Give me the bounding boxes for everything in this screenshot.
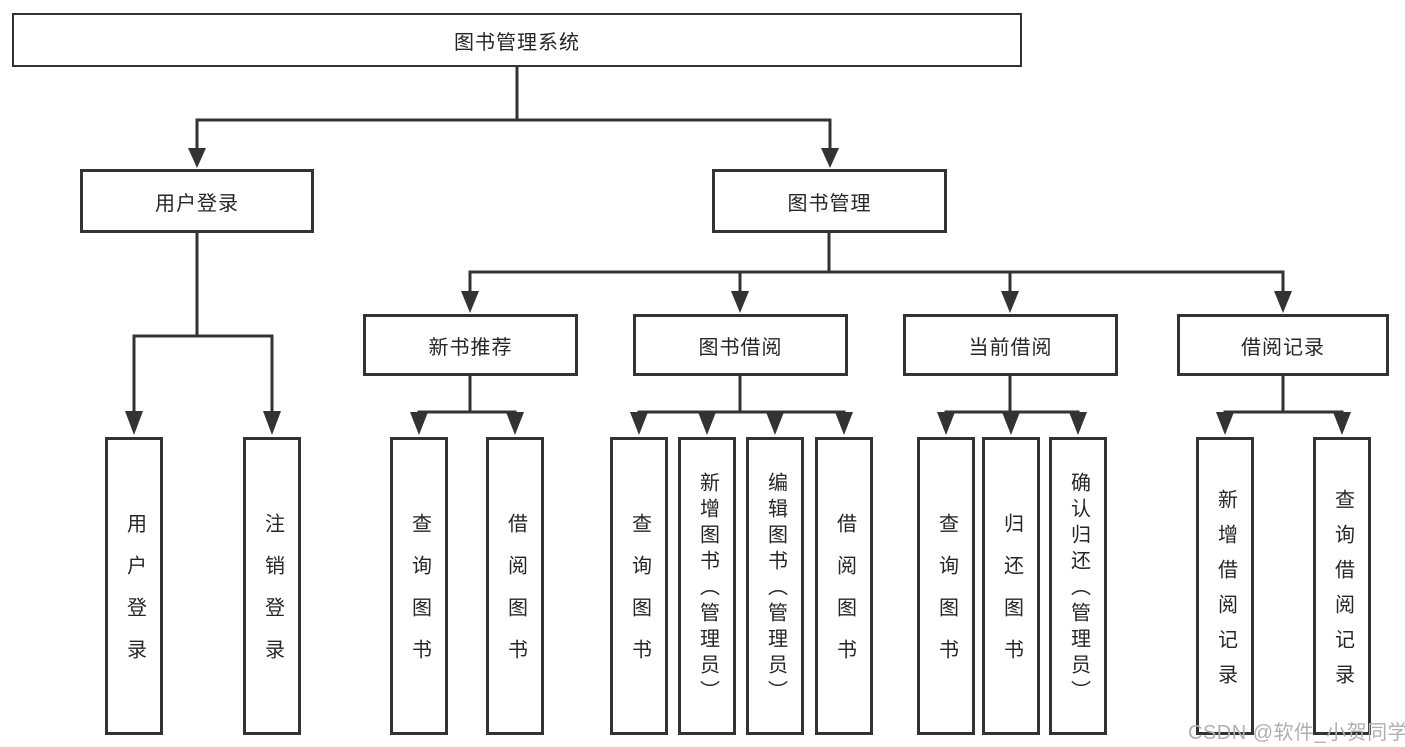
- csdn-watermark: CSDN @软件_小贺同学: [1188, 722, 1405, 744]
- arrow-down-icon: [731, 291, 749, 313]
- arrow-down-icon: [698, 412, 716, 435]
- arrow-down-icon: [125, 411, 143, 435]
- node-leaf-user-login: 用户登录: [105, 437, 163, 735]
- node-leaf-edit-books-admin: 编辑图书（管理员）: [746, 437, 804, 735]
- node-borrowing-records: 借阅记录: [1177, 314, 1389, 376]
- node-label: 归还图书: [1000, 513, 1023, 681]
- node-book-borrowing: 图书借阅: [633, 314, 848, 376]
- arrow-down-icon: [188, 148, 206, 168]
- node-leaf-query-books-current: 查询图书: [917, 437, 975, 735]
- arrow-down-icon: [630, 412, 648, 435]
- arrow-down-icon: [766, 412, 784, 435]
- node-label: 查询图书: [628, 513, 651, 681]
- arrow-down-icon: [1002, 412, 1020, 435]
- node-leaf-add-books-admin: 新增图书（管理员）: [678, 437, 736, 735]
- node-label: 注销登录: [261, 513, 284, 681]
- node-label: 图书管理: [787, 192, 872, 215]
- node-user-login-branch: 用户登录: [80, 169, 314, 233]
- node-current-borrowing: 当前借阅: [903, 314, 1118, 376]
- arrowheads: [125, 148, 1351, 435]
- node-new-book-recommendation: 新书推荐: [363, 314, 578, 376]
- arrow-down-icon: [1333, 412, 1351, 435]
- node-label: 借阅记录: [1241, 336, 1325, 359]
- arrow-down-icon: [1216, 412, 1234, 435]
- node-leaf-return-books: 归还图书: [982, 437, 1040, 735]
- node-leaf-logout: 注销登录: [243, 437, 301, 735]
- arrow-down-icon: [835, 412, 853, 435]
- node-leaf-add-borrow-record: 新增借阅记录: [1196, 437, 1254, 735]
- arrow-down-icon: [1274, 291, 1292, 313]
- connector-paths: [132, 65, 1344, 415]
- arrow-down-icon: [410, 412, 428, 435]
- arrow-down-icon: [1001, 291, 1019, 313]
- node-label: 新增图书（管理员）: [696, 472, 719, 706]
- node-label: 确认归还（管理员）: [1067, 472, 1090, 706]
- node-label: 图书借阅: [698, 336, 783, 359]
- arrow-down-icon: [461, 291, 479, 313]
- node-label: 查询借阅记录: [1331, 488, 1354, 699]
- node-leaf-query-books-recommend: 查询图书: [390, 437, 448, 735]
- arrow-down-icon: [1069, 412, 1087, 435]
- node-leaf-query-borrow-record: 查询借阅记录: [1313, 437, 1371, 735]
- node-label: 编辑图书（管理员）: [764, 472, 787, 706]
- node-label: 用户登录: [155, 192, 239, 215]
- node-leaf-query-books-borrowing: 查询图书: [610, 437, 668, 735]
- node-label: 用户登录: [123, 513, 146, 681]
- arrow-down-icon: [506, 412, 524, 435]
- node-label: 新增借阅记录: [1214, 488, 1237, 699]
- node-leaf-confirm-return-admin: 确认归还（管理员）: [1049, 437, 1107, 735]
- arrow-down-icon: [263, 411, 281, 435]
- arrow-down-icon: [937, 412, 955, 435]
- node-label: 当前借阅: [968, 336, 1053, 359]
- node-leaf-borrow-books-recommend: 借阅图书: [486, 437, 544, 735]
- node-label: 查询图书: [408, 513, 431, 681]
- node-label: 借阅图书: [504, 513, 527, 681]
- node-root: 图书管理系统: [12, 13, 1022, 67]
- node-label: 借阅图书: [833, 513, 856, 681]
- node-label: 新书推荐: [428, 336, 513, 359]
- node-leaf-borrow-books: 借阅图书: [815, 437, 873, 735]
- arrow-down-icon: [821, 148, 839, 168]
- node-label: 查询图书: [935, 513, 958, 681]
- node-root-label: 图书管理系统: [454, 31, 580, 54]
- node-book-management-branch: 图书管理: [712, 169, 947, 233]
